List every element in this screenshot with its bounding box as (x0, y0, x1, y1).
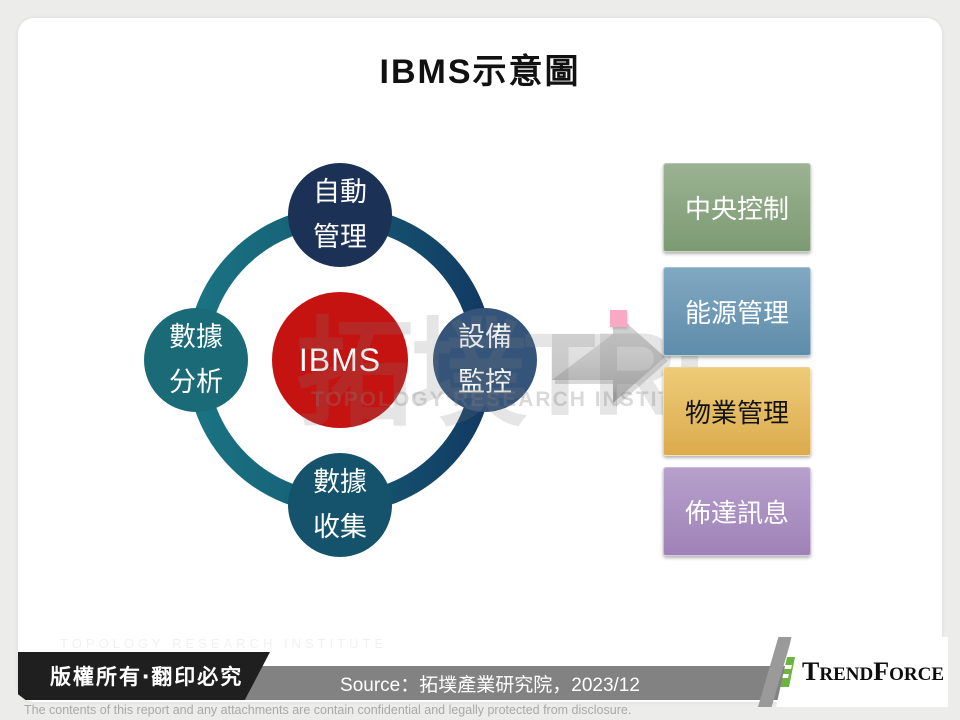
center-node-label: IBMS (298, 341, 382, 378)
wordmark-part: ORCE (889, 664, 944, 685)
node-equipment-monitoring: 設備 監控 (433, 308, 537, 412)
box-label: 佈達訊息 (684, 498, 789, 528)
node-label-line: 監控 (458, 367, 512, 397)
center-node-ibms: IBMS (272, 292, 408, 428)
node-label-line: 數據 (169, 322, 223, 353)
trendforce-wordmark: TRENDFORCE (802, 659, 944, 685)
source-text: Source：拓墣產業研究院，2023/12 (340, 674, 640, 696)
node-label-line: 數據 (313, 467, 367, 498)
copyright-badge: 版權所有‧翻印必究 (18, 652, 270, 700)
node-auto-management: 自動 管理 (288, 163, 392, 267)
node-data-collection: 數據 收集 (288, 453, 392, 557)
box-label: 能源管理 (684, 298, 789, 328)
node-label-line: 分析 (169, 367, 223, 397)
node-label-line: 自動 (313, 177, 367, 208)
box-message-broadcast: 佈達訊息 (663, 467, 811, 556)
disclaimer-text: The contents of this report and any atta… (24, 703, 632, 717)
wordmark-part: REND (819, 664, 874, 685)
node-label-line: 管理 (313, 222, 367, 252)
node-label-line: 設備 (458, 322, 512, 353)
node-label-line: 收集 (313, 512, 367, 542)
box-property-management: 物業管理 (663, 367, 811, 456)
node-data-analysis: 數據 分析 (144, 308, 248, 412)
source-bar: Source：拓墣產業研究院，2023/12 (150, 666, 830, 700)
box-energy-management: 能源管理 (663, 267, 811, 356)
box-label: 中央控制 (684, 194, 789, 224)
trendforce-logo: TRENDFORCE (776, 637, 948, 707)
wordmark-part: T (802, 657, 820, 686)
page-title: IBMS示意圖 (379, 53, 581, 91)
wordmark-part: F (873, 657, 890, 686)
box-central-control: 中央控制 (663, 163, 811, 252)
box-label: 物業管理 (684, 398, 789, 428)
copyright-text: 版權所有‧翻印必究 (50, 666, 244, 689)
pink-square-accent (610, 310, 627, 327)
